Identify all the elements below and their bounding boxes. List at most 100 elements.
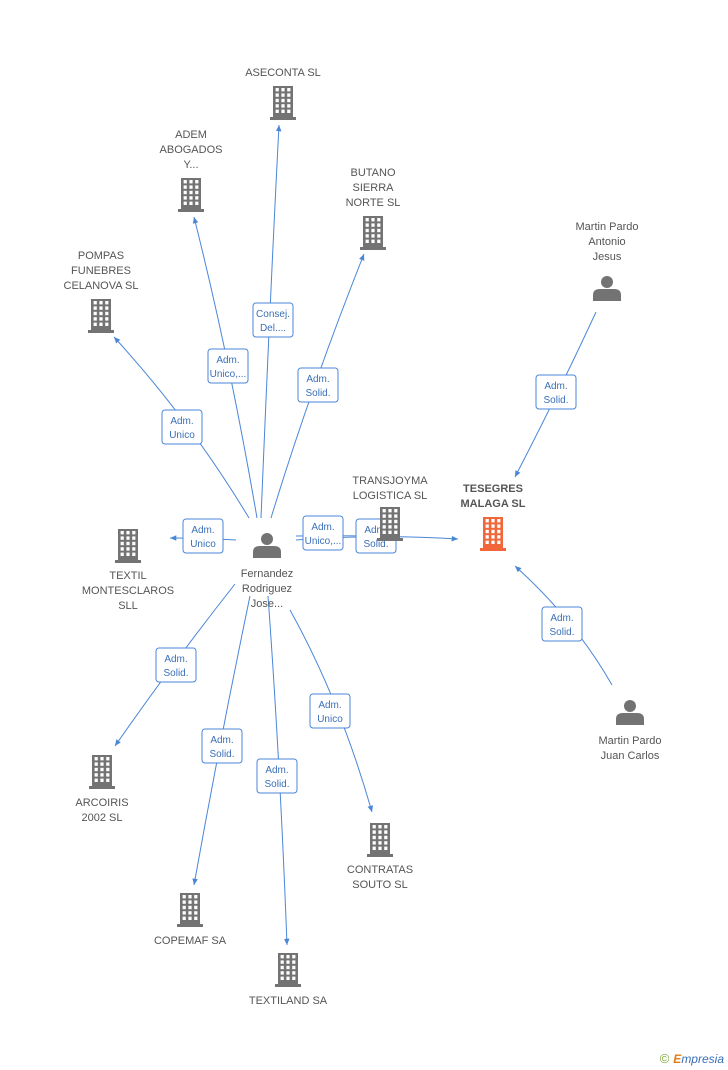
fernandez-label: Rodriguez	[242, 583, 292, 595]
martin-antonio-label: Antonio	[588, 236, 625, 248]
martin-antonio-label: Martin Pardo	[576, 221, 639, 233]
pompas-building-icon[interactable]	[88, 299, 114, 333]
contratas-label: SOUTO SL	[352, 879, 407, 891]
edge-label-box	[541, 606, 583, 642]
transjoyma-label: LOGISTICA SL	[353, 490, 428, 502]
martin-antonio-person-icon[interactable]	[593, 276, 621, 301]
aseconta-label: ASECONTA SL	[245, 67, 321, 79]
edge-label-text: Adm.	[550, 613, 573, 624]
edge-label-fernandez-to-textil-montesclaros[interactable]: Adm. Unico	[182, 518, 224, 554]
edge-label-text: Adm.	[311, 522, 334, 533]
adem-label: Y...	[183, 159, 198, 171]
edge-label-box	[535, 374, 577, 410]
transjoyma-building-icon[interactable]	[377, 507, 403, 541]
edge-label-text: Solid.	[305, 388, 330, 399]
edge-labels-layer: Consej.Del....Adm.Unico,...Adm.Solid.Adm…	[155, 302, 583, 794]
edge-label-fernandez-to-transjoyma[interactable]: Adm. Unico,...	[302, 515, 344, 551]
edge-label-text: Adm.	[364, 525, 387, 536]
adem-label: ABOGADOS	[160, 144, 223, 156]
textiland-label: TEXTILAND SA	[249, 995, 328, 1007]
copemaf-building-icon[interactable]	[177, 893, 203, 927]
arcoiris-label: 2002 SL	[82, 812, 123, 824]
edge-label-box	[309, 693, 351, 729]
textil-montesclaros-label: SLL	[118, 600, 138, 612]
edge-label-box	[302, 515, 344, 551]
edge-label-text: Adm.	[544, 381, 567, 392]
edge-label-box	[256, 758, 298, 794]
edge-label-text: Adm.	[170, 416, 193, 427]
edge-label-text: Solid.	[209, 749, 234, 760]
textil-montesclaros-building-icon[interactable]	[115, 529, 141, 563]
textiland-building-icon[interactable]	[275, 953, 301, 987]
transjoyma-label: TRANSJOYMA	[352, 475, 428, 487]
brand-initial: E	[673, 1052, 682, 1066]
edge-label-box	[252, 302, 294, 338]
tesegres-label: TESEGRES	[463, 483, 523, 495]
edge-label-text: Adm.	[191, 525, 214, 536]
edge-label-text: Adm.	[164, 654, 187, 665]
adem-building-icon[interactable]	[178, 178, 204, 212]
edge-label-text: Adm.	[306, 374, 329, 385]
butano-label: NORTE SL	[346, 197, 401, 209]
edge-label-text: Adm.	[265, 765, 288, 776]
butano-label: BUTANO	[350, 167, 395, 179]
tesegres-building-icon[interactable]	[480, 517, 506, 551]
edge-label-fernandez-to-aseconta[interactable]: Consej.Del....	[252, 302, 294, 338]
edge-label-fernandez-to-butano[interactable]: Adm. Solid.	[297, 367, 339, 403]
empresia-watermark[interactable]: ©Empresia	[660, 1051, 724, 1066]
copyright-icon: ©	[659, 1051, 670, 1066]
brand-name: mpresia	[681, 1052, 724, 1066]
fernandez-label: Jose...	[251, 598, 283, 610]
edge-label-box	[297, 367, 339, 403]
butano-building-icon[interactable]	[360, 216, 386, 250]
edge-label-text: Solid.	[163, 668, 188, 679]
edge-label-text: Solid.	[543, 395, 568, 406]
tesegres-label: MALAGA SL	[461, 498, 526, 510]
edge-label-box	[201, 728, 243, 764]
arcoiris-label: ARCOIRIS	[75, 797, 128, 809]
arcoiris-building-icon[interactable]	[89, 755, 115, 789]
fernandez-person-icon[interactable]	[253, 533, 281, 558]
edge-label-martin-antonio-to-tesegres[interactable]: Adm. Solid.	[535, 374, 577, 410]
edge-label-text: Unico	[190, 539, 216, 550]
martin-antonio-label: Jesus	[593, 251, 622, 263]
edge-label-box	[155, 647, 197, 683]
edge-label-fernandez-to-arcoiris[interactable]: Adm. Solid.	[155, 647, 197, 683]
pompas-label: CELANOVA SL	[64, 280, 139, 292]
pompas-label: FUNEBRES	[71, 265, 131, 277]
edge-label-fernandez-to-contratas[interactable]: Adm. Unico	[309, 693, 351, 729]
martin-juan-person-icon[interactable]	[616, 700, 644, 725]
nodes-layer: ASECONTA SL ADEM ABOGADOS Y... BUTANO SIERRA N…	[64, 67, 662, 1007]
edge-label-text: Unico,...	[305, 536, 342, 547]
butano-label: SIERRA	[353, 182, 395, 194]
edge-label-martin-juan-to-tesegres[interactable]: Adm. Solid.	[541, 606, 583, 642]
adem-label: ADEM	[175, 129, 207, 141]
martin-juan-label: Martin Pardo	[599, 735, 662, 747]
edge-label-text: Unico,...	[210, 369, 247, 380]
aseconta-building-icon[interactable]	[270, 86, 296, 120]
martin-juan-label: Juan Carlos	[601, 750, 660, 762]
fernandez-label: Fernandez	[241, 568, 294, 580]
edge-label-text: Solid.	[363, 539, 388, 550]
edge-label-text: Solid.	[264, 779, 289, 790]
edge-label-text: Unico	[317, 714, 343, 725]
edge-label-text: Adm.	[210, 735, 233, 746]
edge-label-text: Adm.	[318, 700, 341, 711]
contratas-label: CONTRATAS	[347, 864, 413, 876]
edge-label-box	[161, 409, 203, 445]
edge-label-text: Del....	[260, 323, 286, 334]
edge-label-text: Adm.	[216, 355, 239, 366]
edge-label-fernandez-to-adem[interactable]: Adm. Unico,...	[207, 348, 249, 384]
textil-montesclaros-label: MONTESCLAROS	[82, 585, 174, 597]
edge-label-fernandez-to-textiland[interactable]: Adm. Solid.	[256, 758, 298, 794]
edge-label-text: Solid.	[549, 627, 574, 638]
contratas-building-icon[interactable]	[367, 823, 393, 857]
edge-label-fernandez-to-copemaf[interactable]: Adm. Solid.	[201, 728, 243, 764]
edge-label-fernandez-to-pompas[interactable]: Adm.Unico	[161, 409, 203, 445]
edge-label-box	[182, 518, 224, 554]
copemaf-label: COPEMAF SA	[154, 935, 227, 947]
pompas-label: POMPAS	[78, 250, 124, 262]
edge-label-box	[207, 348, 249, 384]
textil-montesclaros-label: TEXTIL	[109, 570, 146, 582]
